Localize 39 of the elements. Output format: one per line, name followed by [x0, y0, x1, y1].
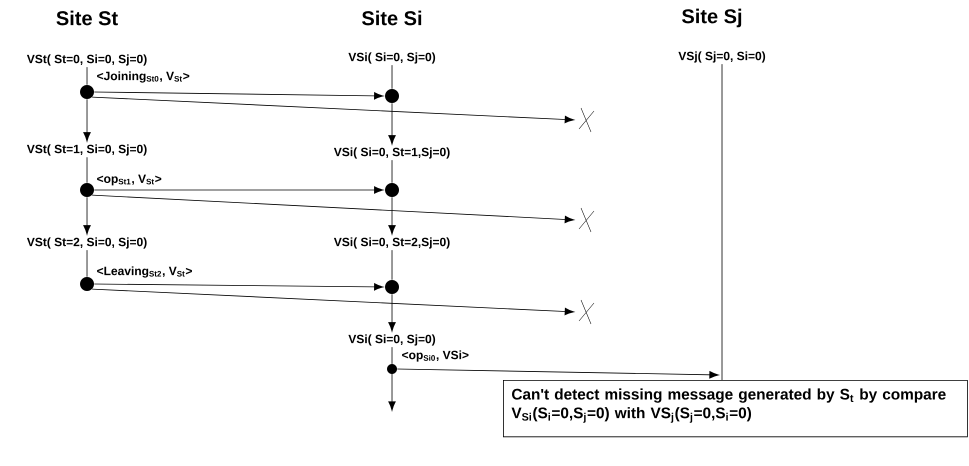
lifeline-arrow — [388, 294, 396, 332]
lifeline — [86, 156, 88, 184]
state-label: VSt( St=1, Si=0, Sj=0) — [26, 144, 147, 156]
lifeline-arrow — [83, 98, 91, 142]
message-arrow — [92, 288, 574, 316]
lifeline-arrow — [388, 102, 396, 145]
lifeline — [86, 250, 88, 278]
lost-message-cross — [578, 300, 594, 324]
message-arrow — [396, 368, 719, 378]
column-title: Site St — [56, 10, 118, 26]
state-label: VSi( Si=0, Sj=0) — [348, 334, 436, 346]
message-arrow — [92, 194, 574, 224]
edge-label: <Joining$_{St0}$, V$_{St}$> — [95, 70, 192, 84]
edge-label: <op$_{St1}$, V$_{St}$> — [95, 173, 164, 187]
event-dot — [80, 183, 94, 197]
state-label: VSi( Si=0, Sj=0) — [348, 52, 436, 64]
lifeline-arrow — [388, 363, 396, 411]
lifeline-arrow — [83, 196, 91, 235]
lifeline-arrow — [388, 196, 396, 235]
state-label: VSt( St=2, Si=0, Sj=0) — [26, 237, 147, 249]
lifeline — [86, 66, 88, 86]
state-label: VSi( Si=0, St=2,Sj=0) — [334, 237, 450, 249]
event-dot — [80, 85, 94, 99]
state-label: VSj( Sj=0, Si=0) — [678, 51, 766, 63]
lost-message-cross — [578, 108, 594, 132]
note-box: Can't detect missing message generated by S$_{t}$ by compare V$_{Si}$(S$_{i}$=0,S$_{j}$=0) with VS$_{j}$(S$_{j}$=0,S$_{i}$=0) — [503, 380, 968, 438]
lost-message-cross — [578, 208, 594, 232]
column-title: Site Si — [362, 10, 422, 26]
state-label: VSt( St=0, Si=0, Sj=0) — [26, 54, 147, 66]
message-arrow — [94, 283, 384, 291]
event-dot — [387, 364, 397, 374]
column-title: Site Sj — [682, 8, 742, 28]
message-arrow — [94, 92, 384, 100]
state-label: VSi( Si=0, St=1,Sj=0) — [334, 147, 450, 159]
message-arrow — [92, 96, 574, 124]
edge-label: <Leaving$_{St2}$, V$_{St}$> — [95, 265, 194, 279]
event-dot — [80, 277, 94, 291]
edge-label: <op$_{Si0}$, VSi> — [400, 349, 470, 363]
message-arrow — [94, 186, 384, 194]
